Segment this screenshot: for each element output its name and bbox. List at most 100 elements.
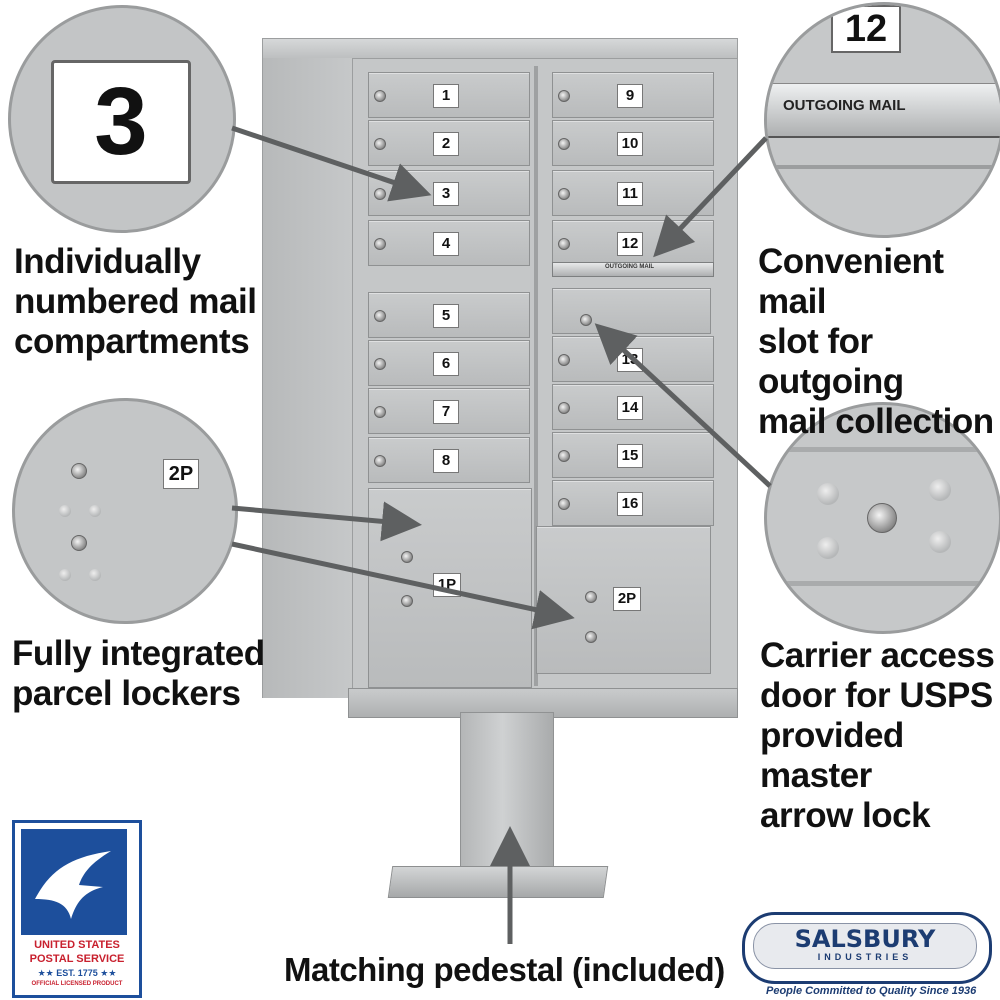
compartment-number: 13 [617,348,643,372]
callout-line: arrow lock [760,796,931,835]
callout-line: compartments [14,322,250,361]
outgoing-mail-slot[interactable]: OUTGOING MAIL [552,262,714,277]
callout-line: Convenient mail [758,242,944,321]
compartment-door-5[interactable]: 5 [368,292,530,338]
zoom-top-number-plate: 12 [831,5,901,53]
compartment-door-14[interactable]: 14 [552,384,714,430]
compartment-door-1[interactable]: 1 [368,72,530,118]
compartment-number: 5 [433,304,459,328]
compartment-number: 15 [617,444,643,468]
salsbury-name: SALSBURY [794,925,936,953]
zoom-rivet [929,531,951,553]
zoom-top-number: 12 [844,8,888,50]
zoom-rivet [817,537,839,559]
zoom-door-edge [767,581,999,586]
compartment-door-13[interactable]: 13 [552,336,714,382]
compartment-door-11[interactable]: 11 [552,170,714,216]
compartment-door-3[interactable]: 3 [368,170,530,216]
compartment-number: 1 [433,84,459,108]
callout-parcel-lockers: Fully integrated parcel lockers [12,634,265,714]
callout-line: Individually [14,242,201,281]
compartment-door-12[interactable]: 12 [552,220,714,266]
zoom-rivet [89,505,101,517]
carrier-access-door[interactable] [552,288,711,334]
cabinet-top [262,38,738,60]
compartment-lock-icon [374,358,386,370]
usps-eagle-icon [21,829,127,935]
eagle-icon [35,851,111,919]
compartment-number: 14 [617,396,643,420]
salsbury-sub: INDUSTRIES [817,952,913,962]
compartment-lock-icon [558,188,570,200]
compartment-lock-icon [374,310,386,322]
callout-outgoing-slot: Convenient mail slot for outgoing mail c… [758,242,1000,442]
callout-numbered-compartments: Individually numbered mail compartments [14,242,257,362]
parcel-lock-icon [585,591,597,603]
compartment-door-9[interactable]: 9 [552,72,714,118]
zoom-parcel-lock-icon [71,463,87,479]
compartment-lock-icon [558,90,570,102]
compartment-lock-icon [558,138,570,150]
compartment-number: 6 [433,352,459,376]
zoom-rivet [89,569,101,581]
zoom-door-edge [767,165,1000,169]
compartment-door-4[interactable]: 4 [368,220,530,266]
zoom-number-plate: 3 [51,60,191,184]
salsbury-badge: SALSBURY INDUSTRIES [742,912,992,984]
parcel-key-lock-icon [585,631,597,643]
usps-text-line2: POSTAL SERVICE [29,953,125,965]
parcel-1p-label: 1P [433,573,461,597]
compartment-lock-icon [374,90,386,102]
pedestal-post [460,712,554,874]
compartment-lock-icon [558,402,570,414]
compartment-door-6[interactable]: 6 [368,340,530,386]
zoom-parcel-key-icon [71,535,87,551]
compartment-number: 10 [617,132,643,156]
pedestal-base [387,866,609,898]
usps-est: ★★ EST. 1775 ★★ [37,968,117,978]
compartment-lock-icon [374,455,386,467]
parcel-lock-icon [401,551,413,563]
compartment-lock-icon [558,238,570,250]
compartment-lock-icon [374,238,386,250]
zoom-arrow-lock-icon [867,503,897,533]
outgoing-slot-label: OUTGOING MAIL [605,264,654,270]
parcel-locker-2p[interactable]: 2P [536,526,711,674]
cabinet-divider [534,66,538,686]
zoom-rivet [59,505,71,517]
callout-line: door for USPS [760,676,993,715]
compartment-lock-icon [558,354,570,366]
compartment-number: 11 [617,182,643,206]
compartment-door-15[interactable]: 15 [552,432,714,478]
parcel-locker-1p[interactable]: 1P [368,488,532,688]
zoom-circle-number: 3 [8,5,236,233]
callout-line: mail collection [758,402,994,441]
callout-line: provided master [760,716,904,795]
salsbury-inner: SALSBURY INDUSTRIES [753,923,977,969]
compartment-door-10[interactable]: 10 [552,120,714,166]
compartment-door-16[interactable]: 16 [552,480,714,526]
compartment-lock-icon [558,498,570,510]
compartment-number: 16 [617,492,643,516]
compartment-lock-icon [374,188,386,200]
callout-line: numbered mail [14,282,257,321]
usps-licensed: OFFICIAL LICENSED PRODUCT [31,981,123,987]
zoom-circle-carrier-lock [764,402,1000,634]
callout-line: parcel lockers [12,674,241,713]
zoom-circle-parcel: 2P [12,398,238,624]
compartment-number: 2 [433,132,459,156]
compartment-lock-icon [374,138,386,150]
compartment-door-8[interactable]: 8 [368,437,530,483]
zoom-number-text: 3 [94,68,148,175]
callout-pedestal: Matching pedestal (included) [284,951,725,988]
salsbury-logo: SALSBURY INDUSTRIES [742,912,992,984]
compartment-door-2[interactable]: 2 [368,120,530,166]
compartment-door-7[interactable]: 7 [368,388,530,434]
compartment-number: 9 [617,84,643,108]
callout-line: Fully integrated [12,634,265,673]
zoom-rivet [59,569,71,581]
compartment-number: 7 [433,400,459,424]
usps-licensed-logo: UNITED STATES POSTAL SERVICE ★★ EST. 177… [12,820,142,998]
compartment-number: 12 [617,232,643,256]
zoom-circle-outgoing: 12 OUTGOING MAIL [764,2,1000,238]
